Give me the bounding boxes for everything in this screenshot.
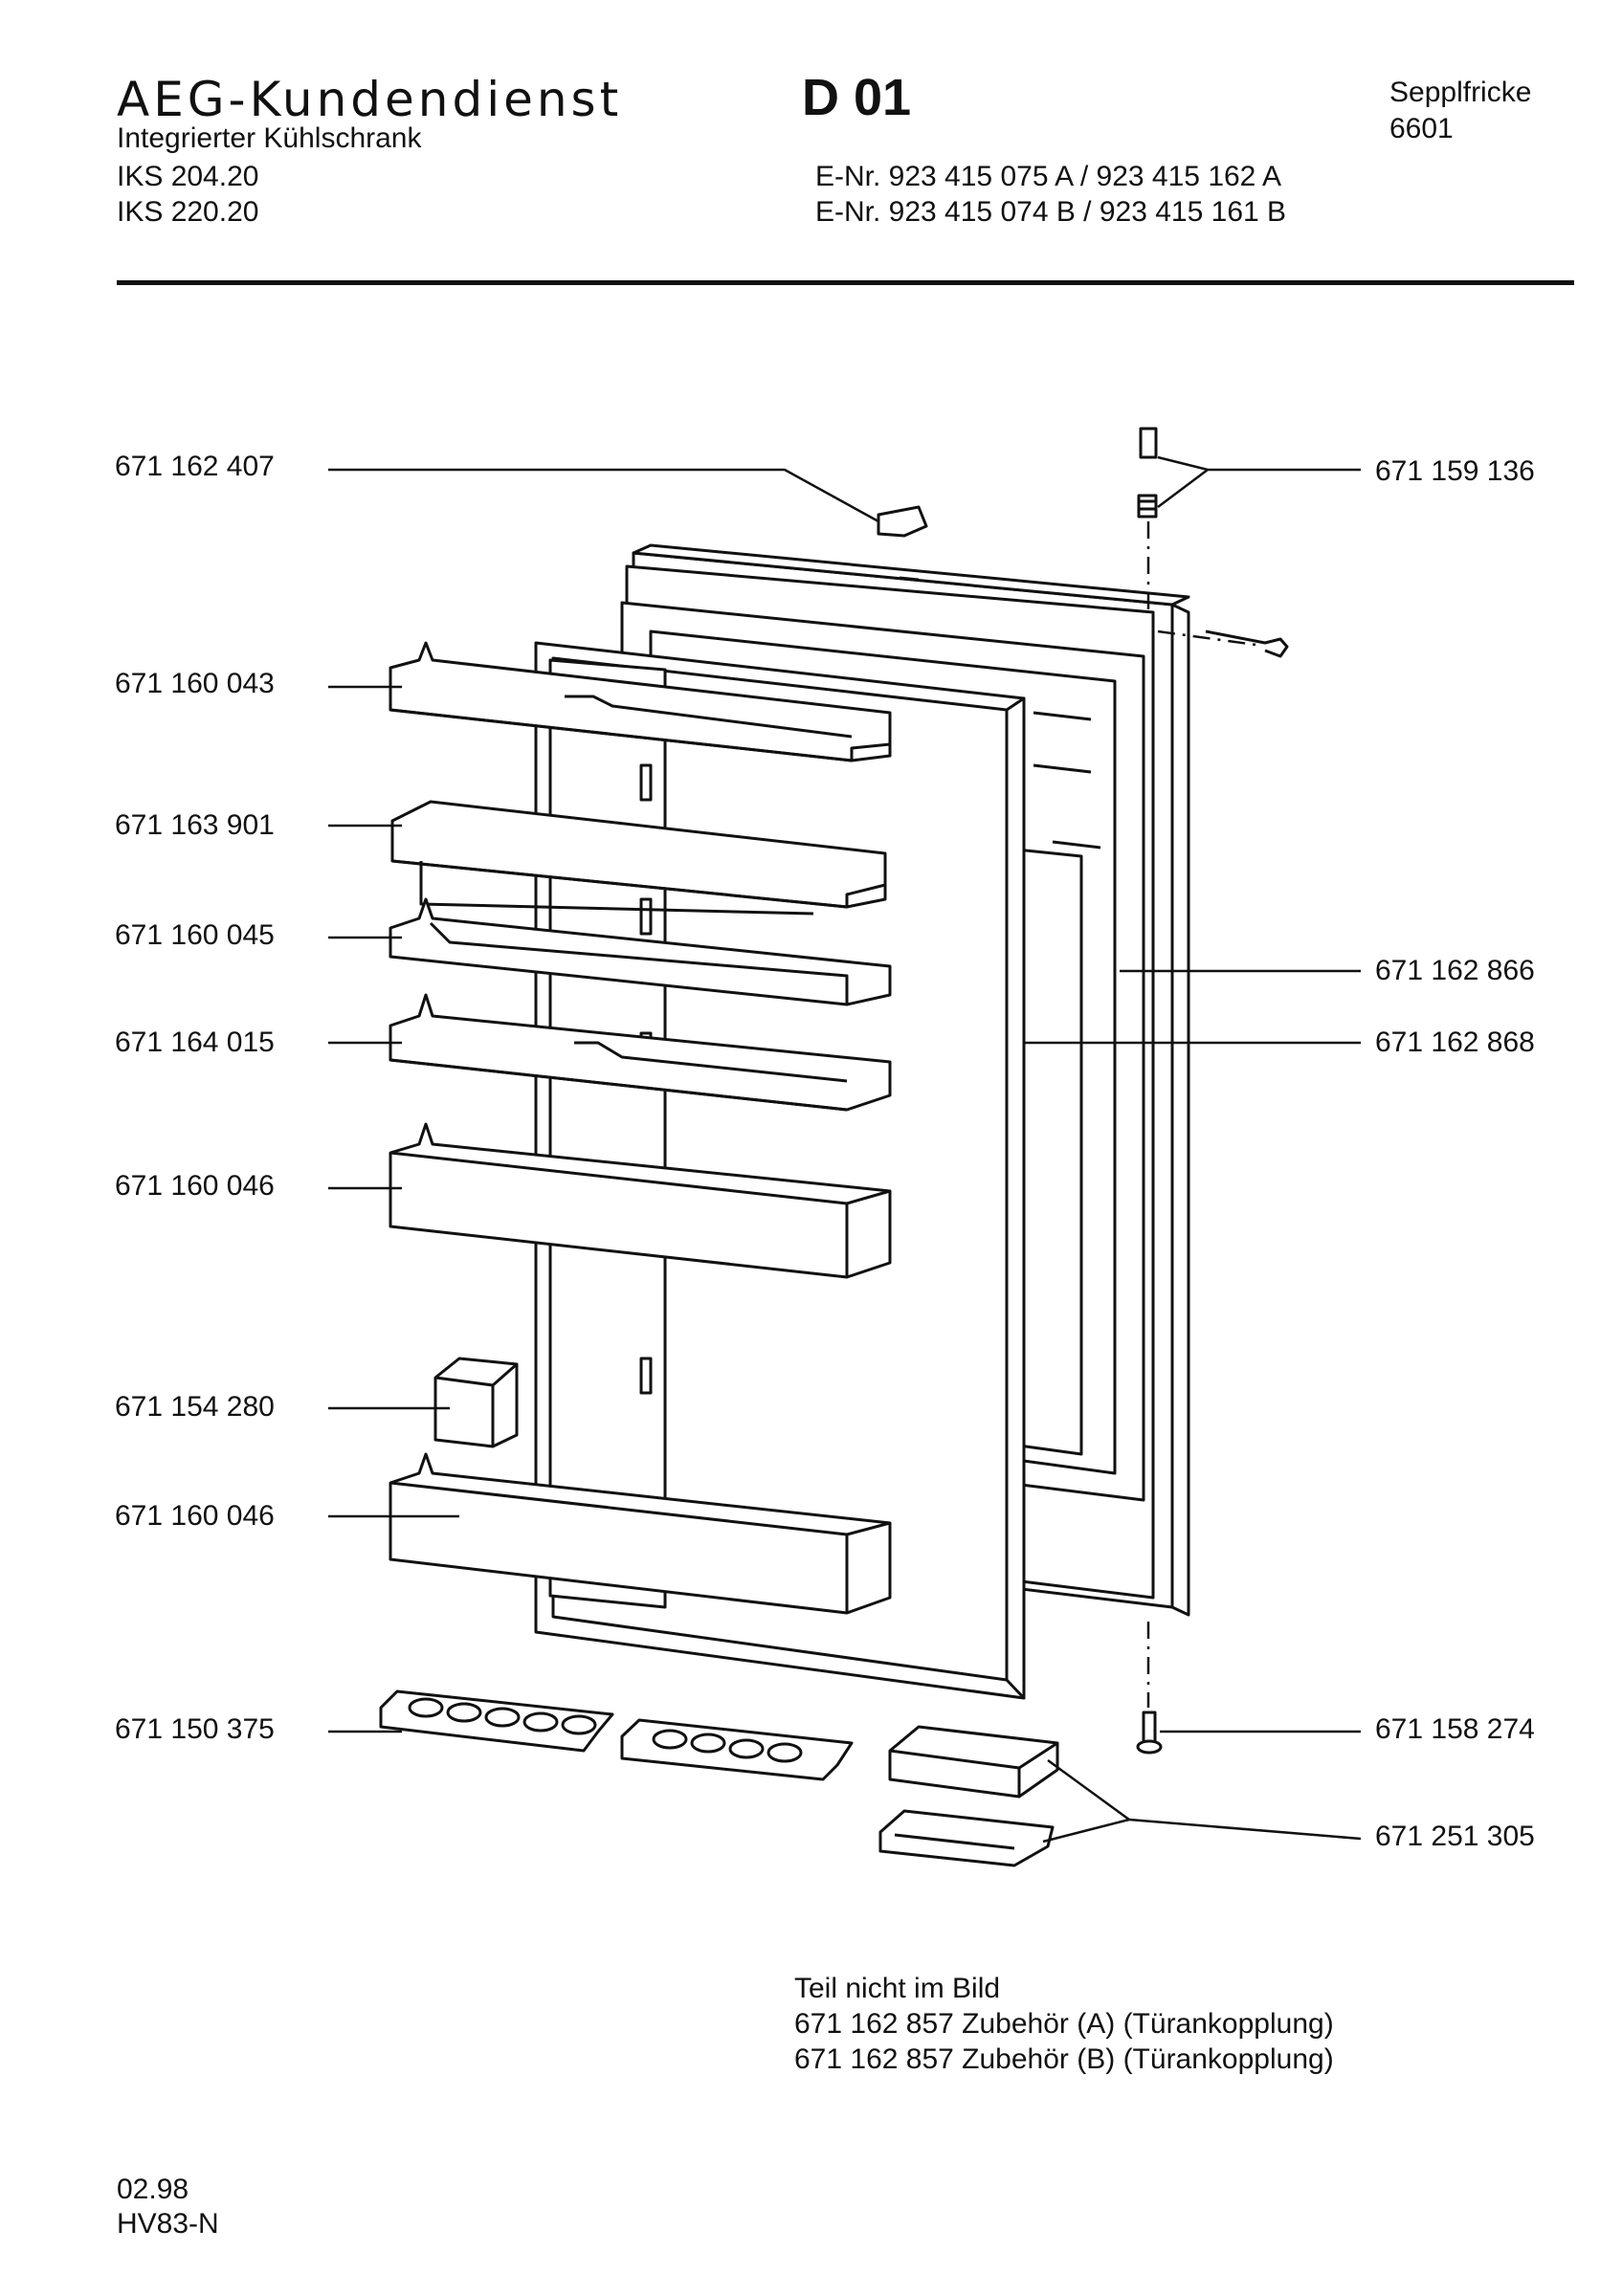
author-name: Sepplfricke xyxy=(1389,77,1532,108)
author-code: 6601 xyxy=(1389,113,1454,144)
hinge-pin-top xyxy=(1137,427,1289,658)
door-liner-frame xyxy=(534,641,1026,1700)
butter-box-parts xyxy=(878,1725,1059,1867)
part-label-left: 671 160 045 xyxy=(115,919,275,951)
door-shelf-4 xyxy=(389,993,892,1112)
footer-code: HV83-N xyxy=(117,2208,219,2240)
door-shelf-5 xyxy=(389,1122,892,1279)
part-label-right: 671 162 866 xyxy=(1375,955,1535,986)
part-label-right: 671 162 868 xyxy=(1375,1027,1535,1058)
part-label-left: 671 164 015 xyxy=(115,1027,275,1058)
top-clip-part xyxy=(877,505,928,538)
model-1: IKS 204.20 xyxy=(117,161,259,192)
part-label-right: 671 159 136 xyxy=(1375,455,1535,487)
door-shelf-6 xyxy=(389,1452,892,1615)
notes-title: Teil nicht im Bild xyxy=(794,1973,1001,2004)
part-label-right: 671 251 305 xyxy=(1375,1821,1535,1852)
part-label-right: 671 158 274 xyxy=(1375,1713,1535,1745)
door-shelf-1 xyxy=(389,641,892,762)
part-label-left: 671 160 046 xyxy=(115,1170,275,1202)
model-2: IKS 220.20 xyxy=(117,196,259,228)
part-label-left: 671 160 046 xyxy=(115,1500,275,1532)
sheet-code: D 01 xyxy=(802,69,912,126)
brand-title: AEG-Kundendienst xyxy=(117,72,623,127)
part-label-left: 671 150 375 xyxy=(115,1713,275,1745)
part-label-left: 671 162 407 xyxy=(115,451,275,482)
door-shelf-3 xyxy=(389,897,892,1006)
egg-tray-parts xyxy=(379,1689,854,1781)
door-shelf-2 xyxy=(390,800,887,916)
enr-line-1: E-Nr. 923 415 075 A / 923 415 162 A xyxy=(815,161,1282,192)
part-label-left: 671 154 280 xyxy=(115,1391,275,1423)
notes-line-2: 671 162 857 Zubehör (B) (Türankopplung) xyxy=(794,2043,1334,2075)
footer-date: 02.98 xyxy=(117,2174,189,2205)
part-label-left: 671 160 043 xyxy=(115,668,275,699)
enr-line-2: E-Nr. 923 415 074 B / 923 415 161 B xyxy=(815,196,1287,228)
part-label-left: 671 163 901 xyxy=(115,809,275,841)
small-box-part xyxy=(433,1357,519,1448)
header-rule xyxy=(117,280,1574,285)
product-name: Integrierter Kühlschrank xyxy=(117,122,422,154)
notes-line-1: 671 162 857 Zubehör (A) (Türankopplung) xyxy=(794,2008,1334,2040)
hinge-pin-bottom xyxy=(1136,1711,1163,1755)
